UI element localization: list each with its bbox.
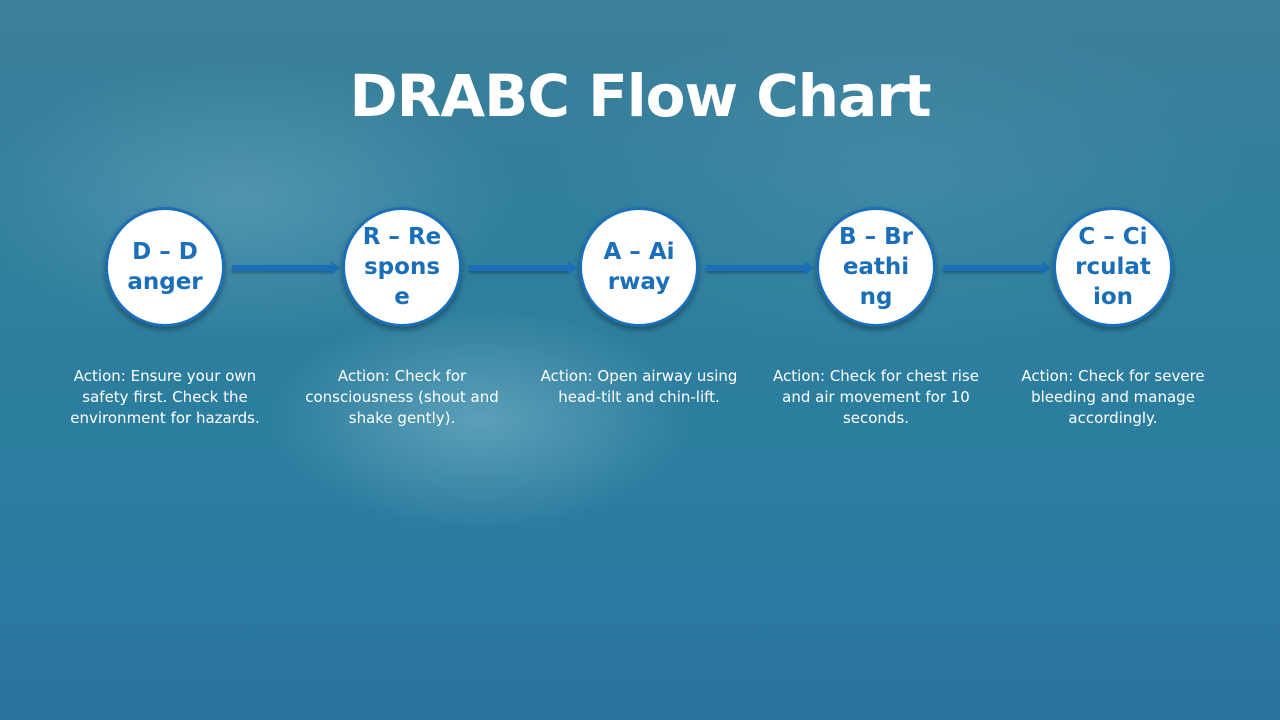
step-action-response: Action: Check for consciousness (shout a… xyxy=(305,367,499,427)
step-label: D – Danger xyxy=(127,239,203,295)
arrow-icon xyxy=(469,261,577,275)
step-label: C – Circulation xyxy=(1075,224,1151,310)
step-action-breathing: Action: Check for chest rise and air mov… xyxy=(773,367,979,427)
step-action-airway: Action: Open airway using head-tilt and … xyxy=(540,367,738,406)
step-label: B – Breathing xyxy=(839,224,913,310)
step-action-circulation: Action: Check for severe bleeding and ma… xyxy=(1021,367,1205,427)
step-action-danger: Action: Ensure your own safety first. Ch… xyxy=(70,367,260,427)
step-node-airway: A – Airway xyxy=(579,207,699,327)
step-label: R – Response xyxy=(362,224,442,310)
page-title: DRABC Flow Chart xyxy=(349,62,931,130)
arrow-icon xyxy=(943,261,1051,275)
arrow-icon xyxy=(232,261,340,275)
step-node-circulation: C – Circulation xyxy=(1053,207,1173,327)
step-node-breathing: B – Breathing xyxy=(816,207,936,327)
step-node-danger: D – Danger xyxy=(105,207,225,327)
step-label: A – Airway xyxy=(603,239,675,295)
step-node-response: R – Response xyxy=(342,207,462,327)
arrow-icon xyxy=(706,261,814,275)
